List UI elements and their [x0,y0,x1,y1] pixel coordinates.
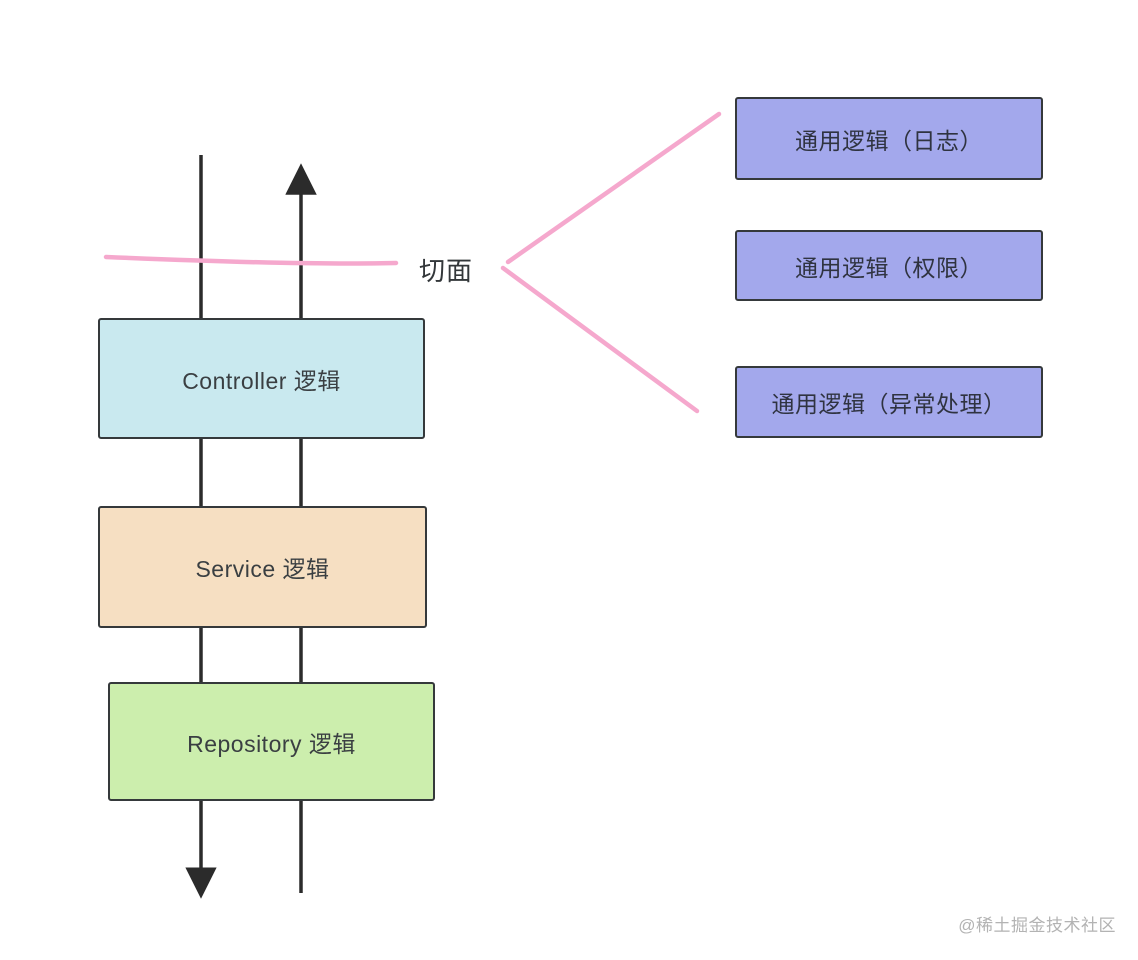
aspect-fan-line-top [505,111,722,265]
aspect-label: 切面 [419,256,474,286]
layer-box-controller: Controller 逻辑 [98,318,425,439]
layer-label-repository: Repository 逻辑 [187,730,356,757]
aspect-box-logging: 通用逻辑（日志） [735,97,1043,180]
aspect-fan-line-bottom [500,265,700,414]
aspect-box-exception-label: 通用逻辑（异常处理） [771,391,1007,417]
aspect-box-permission-label: 通用逻辑（权限） [795,254,983,281]
aspect-box-permission: 通用逻辑（权限） [735,230,1043,301]
aspect-box-exception: 通用逻辑（异常处理） [735,366,1043,438]
layer-box-service: Service 逻辑 [98,506,427,628]
layer-box-repository: Repository 逻辑 [108,682,435,801]
layer-label-controller: Controller 逻辑 [182,367,341,394]
watermark: @稀土掘金技术社区 [958,916,1116,935]
aspect-box-logging-label: 通用逻辑（日志） [795,127,983,154]
layer-label-service: Service 逻辑 [195,556,330,582]
aspect-cut-line [103,254,399,266]
